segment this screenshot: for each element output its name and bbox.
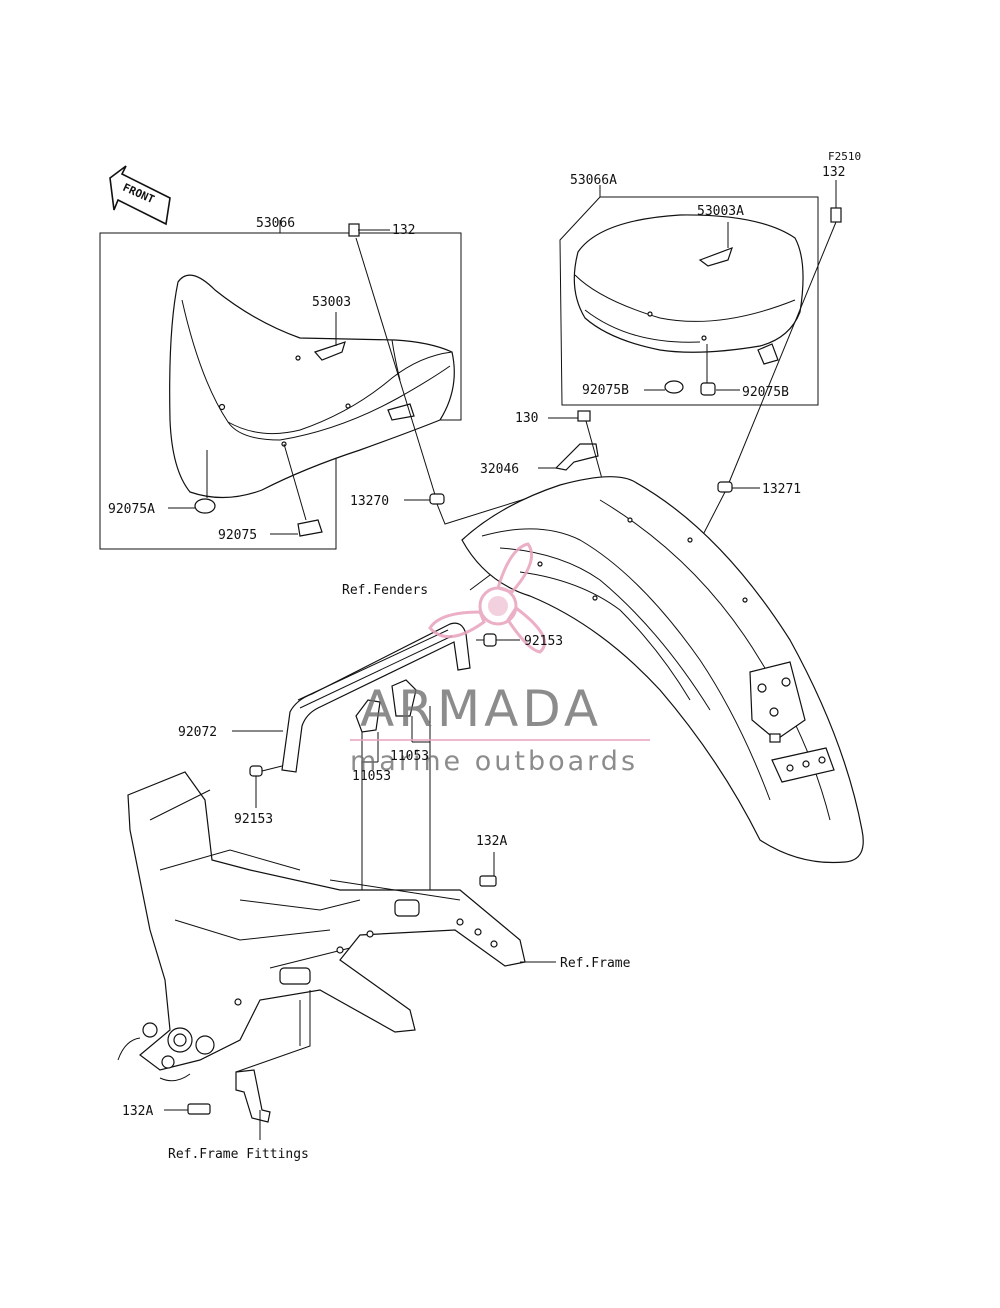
label-53066A: 53066A [570,173,617,188]
label-53003: 53003 [312,295,351,310]
label-92075A: 92075A [108,502,155,517]
grommet-13270 [429,493,445,505]
bolt-132-left [348,223,437,499]
passenger-seat-group [559,185,819,406]
bracket-32046 [538,410,605,487]
label-92153-upper: 92153 [524,634,563,649]
bolt-132-right [727,180,842,486]
label-11053-left: 11053 [352,769,391,784]
label-ref-fenders: Ref.Fenders [342,583,428,598]
label-32046: 32046 [480,462,519,477]
label-92072: 92072 [178,725,217,740]
motorcycle-frame [117,771,556,1140]
watermark-brand: ARMADA [360,680,602,738]
rider-seat-group [99,220,462,550]
label-92153-lower: 92153 [234,812,273,827]
front-arrow-icon: FRONT [109,165,171,226]
label-92075B-right: 92075B [742,385,789,400]
diagram-code: F2510 [828,150,861,163]
damper-92075A [194,498,216,514]
label-ref-frame: Ref.Frame [560,956,631,971]
label-92075B-left: 92075B [582,383,629,398]
label-11053-right: 11053 [390,749,429,764]
label-13270: 13270 [350,494,389,509]
watermark-tagline: marine outboards [350,746,638,777]
bracket-11053 [355,679,431,898]
armada-logo [428,542,546,654]
grommet-13271 [717,481,733,493]
label-130: 130 [515,411,538,426]
label-ref-frame-fittings: Ref.Frame Fittings [168,1147,309,1162]
label-132A-lower: 132A [122,1104,153,1119]
label-132A-upper: 132A [476,834,507,849]
label-132-left: 132 [392,223,415,238]
label-13271: 13271 [762,482,801,497]
passenger-seat [573,214,804,353]
label-53003A: 53003A [697,204,744,219]
rear-fender [461,476,864,864]
label-53066: 53066 [256,216,295,231]
label-92075: 92075 [218,528,257,543]
rider-seat [169,274,455,499]
label-132-right: 132 [822,165,845,180]
damper-92075 [297,519,323,537]
